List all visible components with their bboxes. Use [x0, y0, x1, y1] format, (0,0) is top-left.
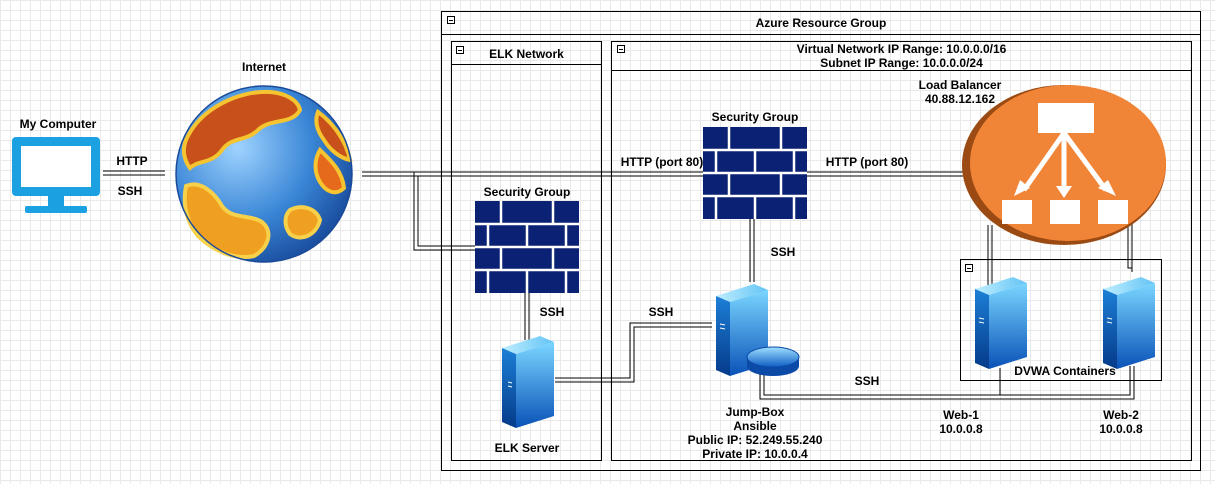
jump-firewall-icon	[703, 127, 807, 219]
http-port-right-label: HTTP (port 80)	[825, 155, 909, 169]
ssh-label-elk-jump: SSH	[648, 305, 674, 319]
internet-label: Internet	[241, 60, 286, 74]
vnet-header	[611, 41, 1192, 71]
web2-server-icon	[1103, 277, 1155, 369]
collapse-elk-icon[interactable]	[456, 46, 464, 54]
collapse-dvwa-icon[interactable]	[965, 264, 973, 272]
http-port-left-label: HTTP (port 80)	[620, 155, 704, 169]
conn-computer-internet	[103, 170, 165, 176]
globe-icon	[175, 85, 353, 263]
vnet-range-label: Virtual Network IP Range: 10.0.0.0/16	[796, 42, 1007, 56]
conn-internet-loadbalancer	[362, 171, 965, 177]
ssh-label-elk: SSH	[539, 305, 565, 319]
conn-elkserver-jumpbox	[555, 322, 712, 383]
ssh-label-webs: SSH	[854, 374, 880, 388]
azure-group-title: Azure Resource Group	[755, 16, 887, 30]
monitor-icon	[12, 137, 100, 213]
jumpbox-name: Jump-Box	[725, 405, 785, 419]
jumpbox-role: Ansible	[733, 419, 777, 433]
virtual-network-group	[611, 41, 1192, 461]
elk-server-label: ELK Server	[494, 441, 560, 455]
conn-elk-sg-server	[524, 292, 530, 340]
web1-ip: 10.0.0.8	[939, 422, 983, 436]
load-balancer-icon	[962, 85, 1166, 245]
collapse-azure-icon[interactable]	[447, 16, 455, 24]
elk-network-title: ELK Network	[489, 47, 564, 61]
collapse-vnet-icon[interactable]	[617, 45, 625, 53]
web1-server-icon	[975, 277, 1027, 369]
load-balancer-ip: 40.88.12.162	[924, 92, 996, 106]
connections	[103, 170, 1135, 400]
elk-security-group-label: Security Group	[483, 185, 571, 199]
web2-ip: 10.0.0.8	[1099, 422, 1143, 436]
web1-name: Web-1	[943, 408, 979, 422]
ssh-label-computer: SSH	[117, 184, 143, 198]
ssh-label-jump-sg: SSH	[770, 245, 796, 259]
dvwa-label: DVWA Containers	[1014, 364, 1116, 378]
conn-lb-web1	[987, 225, 993, 285]
elk-network-group	[451, 41, 602, 461]
jump-security-group-label: Security Group	[711, 110, 799, 124]
subnet-range-label: Subnet IP Range: 10.0.0.0/24	[820, 56, 983, 70]
jumpbox-private-ip: Private IP: 10.0.0.4	[702, 447, 808, 461]
conn-jumpbox-webs	[759, 366, 1135, 400]
conn-internet-elk-sg	[413, 172, 475, 251]
my-computer-label: My Computer	[19, 117, 97, 131]
conn-lb-web2	[1127, 218, 1133, 272]
http-label: HTTP	[116, 154, 148, 168]
ansible-disk-icon	[746, 346, 800, 376]
conn-jump-sg-jumpbox	[749, 219, 755, 282]
jumpbox-public-ip: Public IP: 52.249.55.240	[687, 433, 823, 447]
dvwa-containers-group	[960, 259, 1162, 381]
load-balancer-label: Load Balancer	[918, 78, 1002, 92]
elk-firewall-icon	[475, 201, 579, 293]
web2-name: Web-2	[1103, 408, 1139, 422]
elk-server-icon	[502, 336, 554, 428]
azure-resource-group	[441, 11, 1201, 471]
azure-group-header	[441, 11, 1201, 35]
elk-network-header	[451, 41, 602, 65]
